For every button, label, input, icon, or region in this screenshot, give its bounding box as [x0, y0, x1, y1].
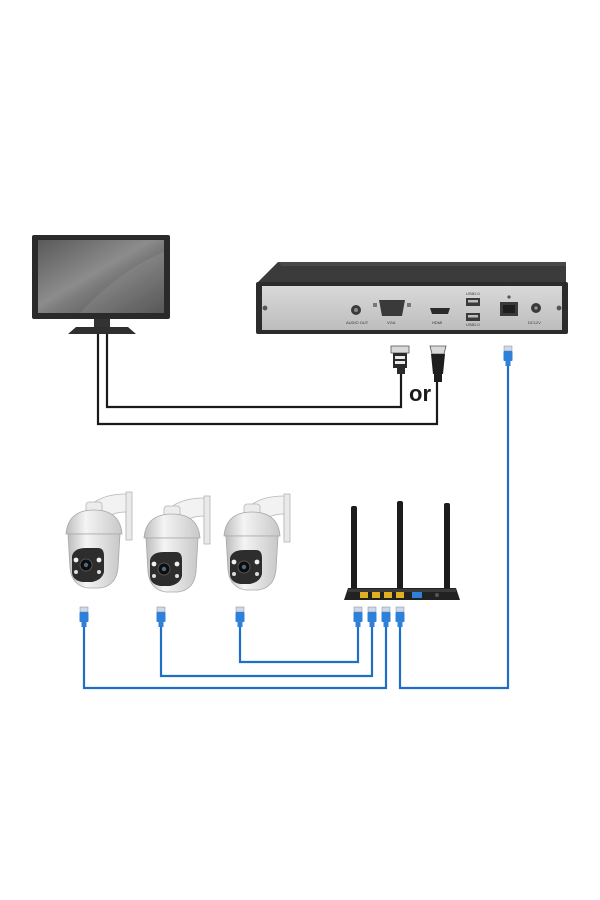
usb-bottom-label: USB2.0	[466, 322, 481, 327]
power-port: DC12V	[528, 303, 541, 325]
rj45-plug-icon	[381, 606, 391, 628]
ptz-camera-icon	[223, 493, 291, 591]
hdmi-label: HDMI	[432, 320, 442, 325]
router-rj45-plug-2	[367, 606, 377, 628]
rj45-plug-icon	[395, 606, 405, 628]
power-label: DC12V	[528, 320, 541, 325]
hdmi-port: HDMI	[430, 308, 450, 325]
rj45-plug-icon	[79, 606, 89, 628]
rj45-plug-icon	[367, 606, 377, 628]
usb-ports: USB2.0 USB2.0	[466, 291, 481, 327]
hdmi-cable	[105, 334, 403, 409]
router-icon	[344, 501, 460, 600]
camera-3-network-cable	[238, 626, 360, 664]
audio-out-label: AUDIO OUT	[346, 320, 369, 325]
ptz-camera-icon	[65, 491, 133, 589]
rj45-plug-icon	[156, 606, 166, 628]
camera-2-network-cable	[159, 626, 374, 678]
usb-top-label: USB2.0	[466, 291, 481, 296]
vga-cable	[96, 334, 439, 426]
vga-label: VGA	[387, 320, 396, 325]
hdmi-plug-icon	[429, 345, 447, 382]
monitor-icon	[32, 235, 170, 334]
ptz-camera-3	[223, 493, 291, 591]
vga-plug-icon	[390, 345, 410, 374]
router-rj45-plug-1	[353, 606, 363, 628]
ptz-camera-icon	[143, 495, 211, 593]
rj45-plug-icon	[235, 606, 245, 628]
router-rj45-plug-4	[395, 606, 405, 628]
camera-1-rj45-plug	[79, 606, 89, 628]
audio-out-port: AUDIO OUT	[346, 305, 369, 325]
ptz-camera-1	[65, 491, 133, 589]
router-rj45-plug-3	[381, 606, 391, 628]
lan-port	[500, 295, 518, 316]
camera-1-network-cable	[82, 626, 388, 690]
rj45-plug-icon	[353, 606, 363, 628]
ptz-camera-2	[143, 495, 211, 593]
nvr-icon: AUDIO OUT VGA HDMI USB2.0 USB2.0	[256, 262, 568, 334]
camera-2-rj45-plug	[156, 606, 166, 628]
nvr-to-router-cable	[398, 366, 510, 690]
camera-3-rj45-plug	[235, 606, 245, 628]
nvr-rj45-plug	[503, 345, 513, 367]
connector-or-label: or	[409, 381, 431, 406]
vga-port: VGA	[373, 300, 411, 325]
